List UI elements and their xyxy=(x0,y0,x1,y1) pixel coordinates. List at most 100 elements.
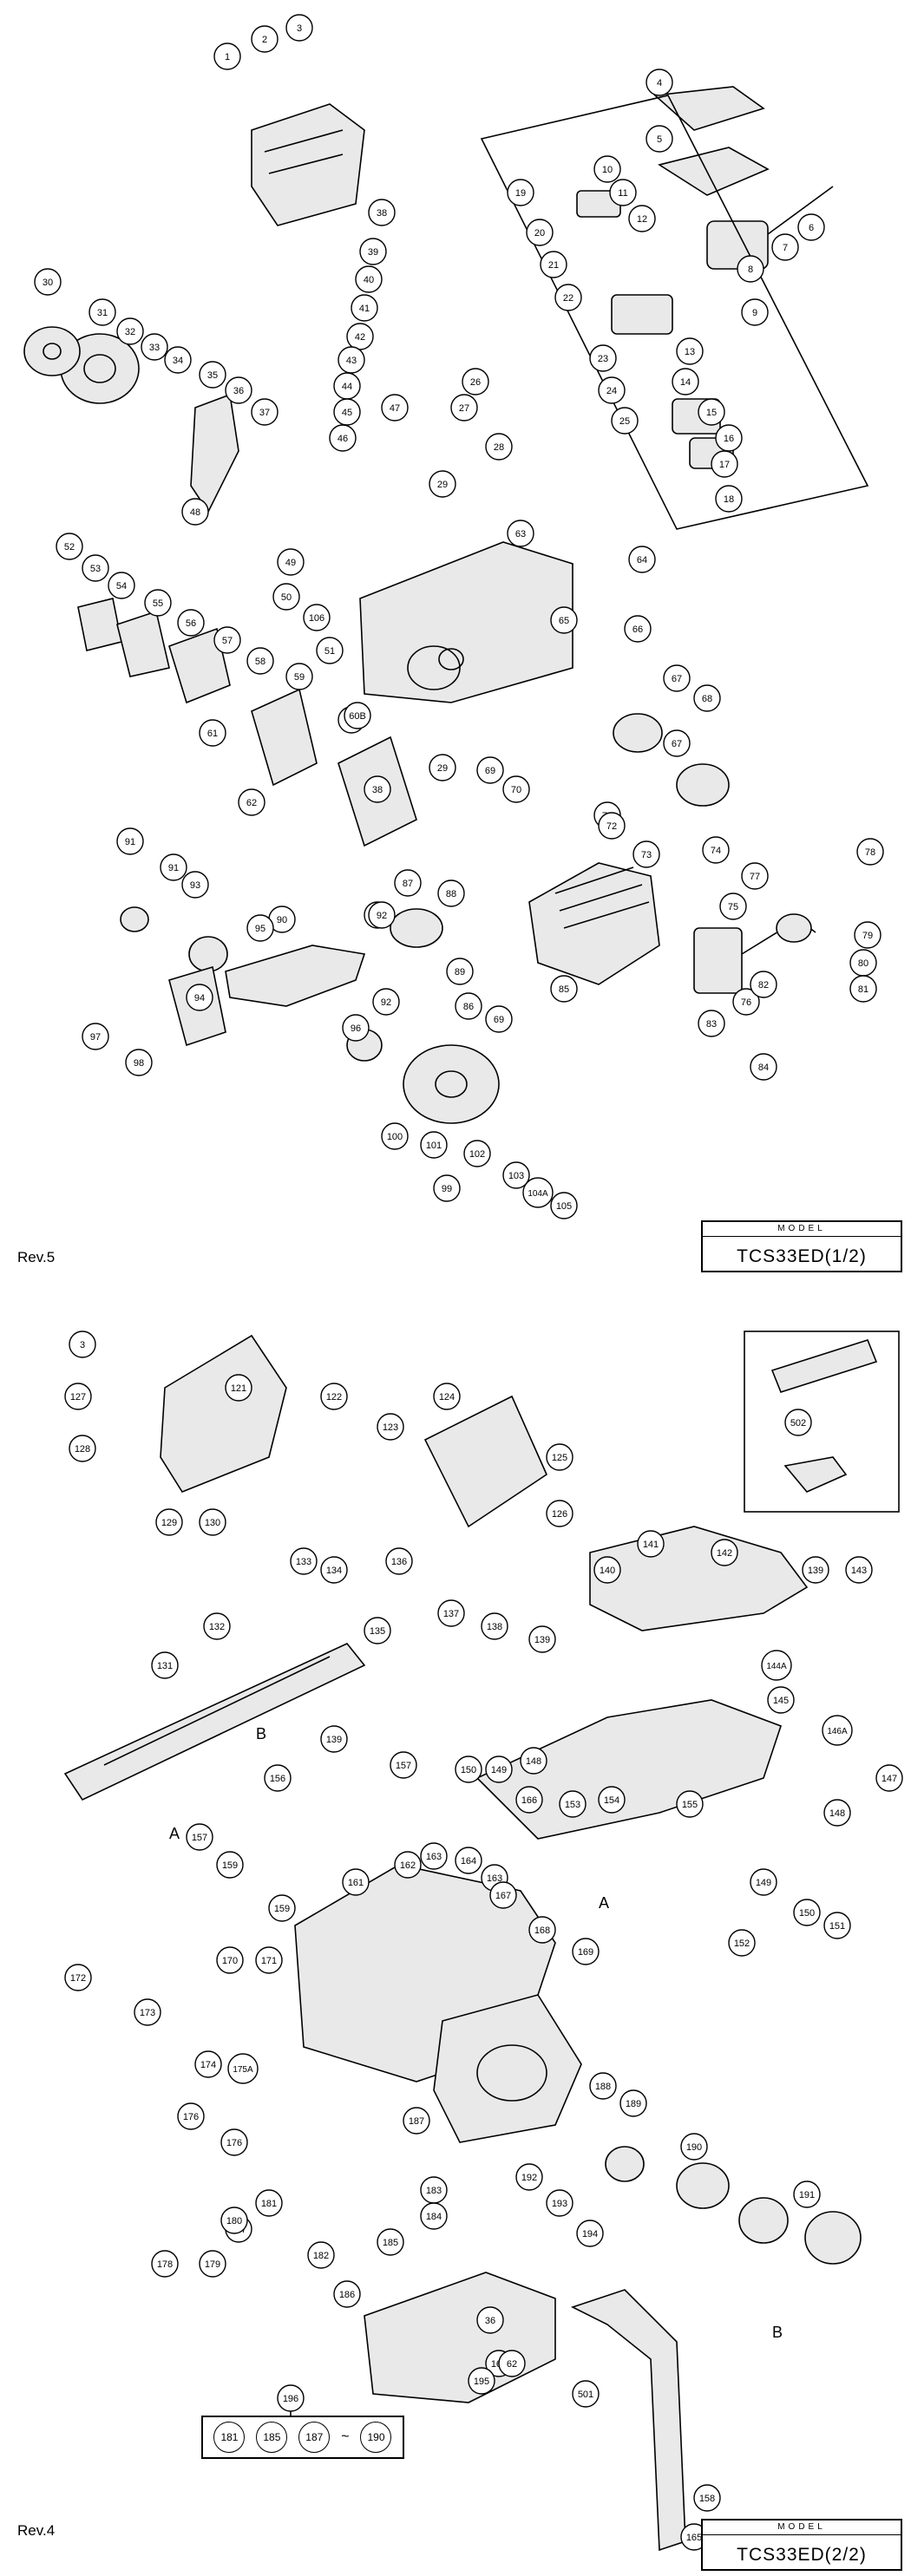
guide-bar-part xyxy=(63,1643,366,1801)
part-number-callout: 94 xyxy=(186,984,213,1011)
part-number-callout: 6 xyxy=(797,213,825,241)
starter-assy-part xyxy=(364,2272,556,2403)
part-number-callout: 89 xyxy=(446,958,474,985)
svg-text:164: 164 xyxy=(461,1856,476,1867)
part-number-callout: 176 xyxy=(177,2102,205,2130)
handle-frame-part xyxy=(475,1699,783,1840)
part-number-callout: 183 xyxy=(420,2176,448,2204)
svg-text:129: 129 xyxy=(161,1518,177,1528)
part-number-callout: 131 xyxy=(151,1651,179,1679)
part-number-callout: 173 xyxy=(134,1998,161,2026)
letter-reference: B xyxy=(256,1725,266,1742)
svg-text:20: 20 xyxy=(534,228,545,239)
svg-text:32: 32 xyxy=(125,327,135,337)
svg-text:126: 126 xyxy=(552,1509,567,1520)
part-number-callout: 49 xyxy=(277,548,305,576)
part-number-callout: 27 xyxy=(450,394,478,422)
svg-text:65: 65 xyxy=(559,616,569,626)
part-number-callout: 10 xyxy=(593,155,621,183)
part-number-callout: 140 xyxy=(593,1556,621,1584)
svg-text:159: 159 xyxy=(274,1904,290,1914)
svg-text:125: 125 xyxy=(552,1453,567,1463)
svg-text:42: 42 xyxy=(355,332,365,343)
part-number-callout: 136 xyxy=(385,1547,413,1575)
set-item: 190 xyxy=(360,2422,392,2453)
svg-text:70: 70 xyxy=(511,785,521,795)
letter-reference: B xyxy=(772,2324,783,2341)
svg-text:143: 143 xyxy=(851,1566,867,1576)
svg-text:46: 46 xyxy=(338,434,348,444)
svg-text:34: 34 xyxy=(173,356,183,366)
part-number-callout: 85 xyxy=(550,975,578,1003)
part-number-callout: 25 xyxy=(611,407,639,435)
muffler-parts xyxy=(77,598,417,847)
part-number-callout: 37 xyxy=(251,398,279,426)
part-number-callout: 45 xyxy=(333,398,361,426)
svg-text:94: 94 xyxy=(194,993,205,1004)
part-number-callout: 33 xyxy=(141,333,168,361)
part-number-callout: 22 xyxy=(554,284,582,311)
svg-text:99: 99 xyxy=(442,1184,452,1194)
part-number-callout: 36 xyxy=(225,376,252,404)
svg-text:189: 189 xyxy=(626,2099,641,2109)
part-number-callout: 149 xyxy=(750,1868,777,1896)
part-number-callout: 105 xyxy=(550,1192,578,1219)
svg-text:53: 53 xyxy=(90,564,101,574)
part-number-callout: 23 xyxy=(589,344,617,372)
svg-text:5: 5 xyxy=(657,134,662,145)
model-name: TCS33ED(1/2) xyxy=(737,1246,867,1266)
svg-text:47: 47 xyxy=(390,403,400,414)
part-number-callout: 148 xyxy=(823,1799,851,1827)
part-number-callout: 77 xyxy=(741,862,769,890)
svg-text:163: 163 xyxy=(426,1852,442,1862)
part-number-callout: 148 xyxy=(520,1747,547,1775)
part-number-callout: 132 xyxy=(203,1612,231,1640)
part-number-callout: 175A xyxy=(227,2053,259,2084)
svg-text:169: 169 xyxy=(578,1947,593,1958)
cylinder-part xyxy=(528,862,660,985)
svg-text:75: 75 xyxy=(728,902,738,912)
svg-text:137: 137 xyxy=(443,1609,459,1619)
part-number-callout: 5 xyxy=(646,125,673,153)
svg-text:72: 72 xyxy=(606,821,617,832)
part-number-callout: 154 xyxy=(598,1786,626,1814)
svg-text:31: 31 xyxy=(97,308,108,318)
part-number-callout: 52 xyxy=(56,533,83,560)
svg-text:124: 124 xyxy=(439,1392,455,1402)
svg-text:A: A xyxy=(599,1894,609,1912)
svg-text:80: 80 xyxy=(858,958,868,969)
svg-text:56: 56 xyxy=(186,618,196,629)
part-number-callout: 42 xyxy=(346,323,374,350)
crankshaft-part xyxy=(120,906,383,1062)
svg-text:150: 150 xyxy=(799,1908,815,1919)
revision-label-sheet2: Rev.4 xyxy=(17,2522,56,2539)
part-number-callout: 8 xyxy=(737,255,764,283)
svg-text:83: 83 xyxy=(706,1019,717,1030)
part-number-callout: 72 xyxy=(598,812,626,840)
svg-text:11: 11 xyxy=(618,188,627,199)
svg-text:79: 79 xyxy=(862,931,873,941)
combination-set-box: 181 185 187 ~ 190 xyxy=(201,2416,404,2459)
part-number-callout: 121 xyxy=(225,1374,252,1402)
svg-text:26: 26 xyxy=(470,377,481,388)
part-number-callout: 172 xyxy=(64,1964,92,1991)
part-number-callout: 139 xyxy=(528,1625,556,1653)
svg-text:186: 186 xyxy=(339,2290,355,2300)
svg-text:16: 16 xyxy=(724,434,734,444)
svg-text:13: 13 xyxy=(685,347,695,357)
part-number-callout: 143 xyxy=(845,1556,873,1584)
svg-text:148: 148 xyxy=(526,1756,541,1767)
svg-text:23: 23 xyxy=(598,354,608,364)
svg-text:19: 19 xyxy=(515,188,526,199)
part-number-callout: 194 xyxy=(576,2220,604,2247)
svg-text:B: B xyxy=(256,1725,266,1742)
part-number-callout: 106 xyxy=(303,604,331,631)
svg-text:92: 92 xyxy=(377,911,387,921)
svg-text:188: 188 xyxy=(595,2082,611,2092)
part-number-callout: 83 xyxy=(698,1010,725,1037)
svg-text:193: 193 xyxy=(552,2199,567,2209)
part-number-callout: 35 xyxy=(199,361,226,389)
svg-text:4: 4 xyxy=(657,78,662,88)
part-number-callout: 34 xyxy=(164,346,192,374)
